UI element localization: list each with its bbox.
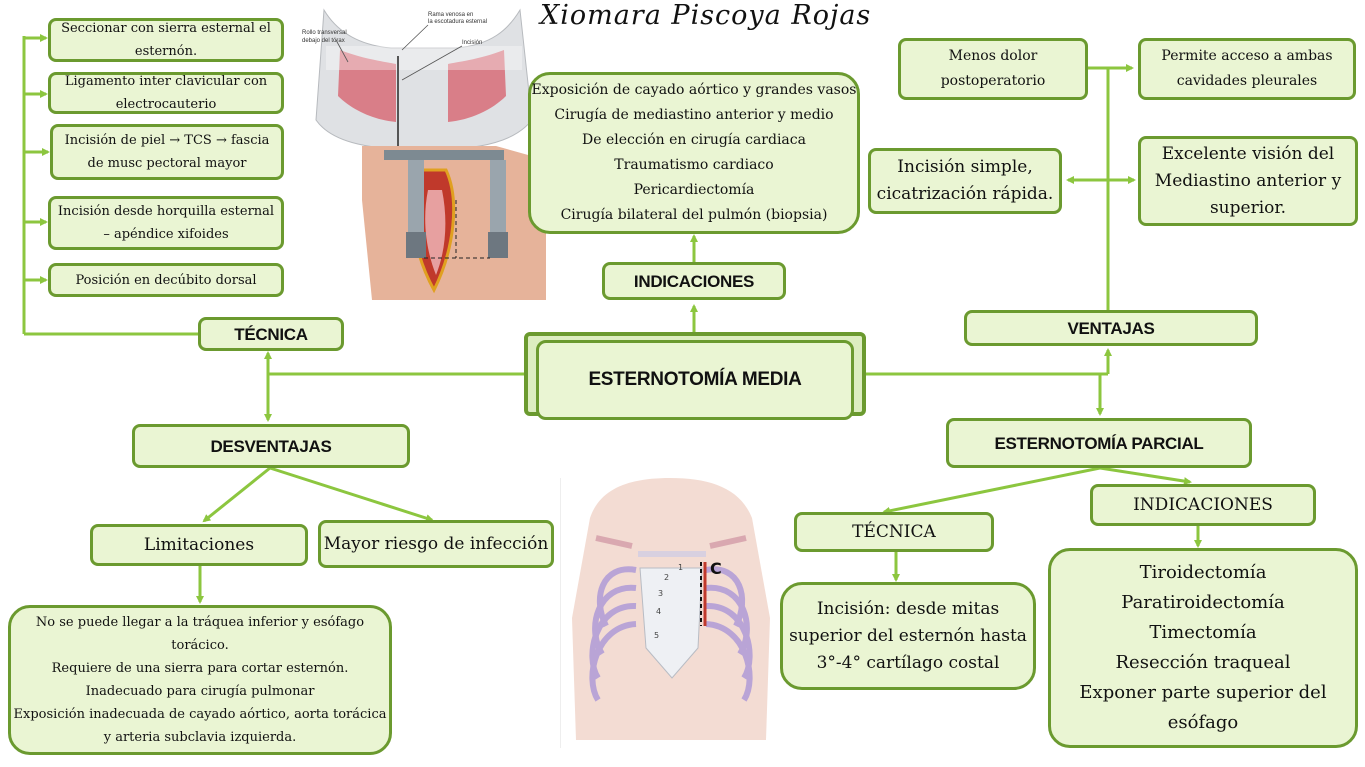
indicaciones-list: Exposición de cayado aórtico y grandes v… <box>528 72 860 234</box>
parcial-tecnica-text: Incisión: desde mitas superior del ester… <box>780 582 1036 690</box>
parcial-indicaciones-list: Tiroidectomía Paratiroidectomía Timectom… <box>1048 548 1358 748</box>
rib-number-5: 5 <box>654 631 659 640</box>
rib-number-4: 4 <box>656 607 661 616</box>
parcial-tecnica-label: TÉCNICA <box>794 512 994 552</box>
tecnica-step-4: Incisión desde horquilla esternal– apénd… <box>48 196 284 250</box>
illustration-label-rollo-2: debajo del tórax <box>302 38 345 44</box>
limitaciones-label: Limitaciones <box>90 524 308 566</box>
desventajas-label: DESVENTAJAS <box>132 424 410 468</box>
parcial-indicaciones-label: INDICACIONES <box>1090 484 1316 526</box>
mayor-riesgo-infeccion: Mayor riesgo de infección <box>318 520 554 568</box>
illustration-label-incision: Incisión <box>462 40 482 46</box>
rib-number-3: 3 <box>658 589 663 598</box>
rib-number-2: 2 <box>664 573 669 582</box>
central-node: ESTERNOTOMÍA MEDIA <box>536 340 854 420</box>
limitaciones-list: No se puede llegar a la tráquea inferior… <box>8 605 392 755</box>
author-title: Xiomara Piscoya Rojas <box>540 0 872 31</box>
tecnica-label: TÉCNICA <box>198 317 344 351</box>
indicaciones-label: INDICACIONES <box>602 262 786 300</box>
sternotomy-surgical-illustration: Rollo transversal debajo del tórax Rama … <box>302 8 546 300</box>
parcial-label: ESTERNOTOMÍA PARCIAL <box>946 418 1252 468</box>
rib-number-1: 1 <box>678 563 683 572</box>
partial-sternotomy-ribcage-illustration: C 1 2 3 4 5 <box>560 478 770 748</box>
ventaja-3: Incisión simple,cicatrización rápida. <box>868 148 1062 214</box>
ventajas-label: VENTAJAS <box>964 310 1258 346</box>
illustration-label-rama: Rama venosa en <box>428 12 473 18</box>
illustration-label-rollo: Rollo transversal <box>302 30 347 36</box>
tecnica-step-5: Posición en decúbito dorsal <box>48 263 284 297</box>
incision-marker: C <box>710 559 722 578</box>
illustration-label-rama-2: la escotadura esternal <box>428 19 487 25</box>
